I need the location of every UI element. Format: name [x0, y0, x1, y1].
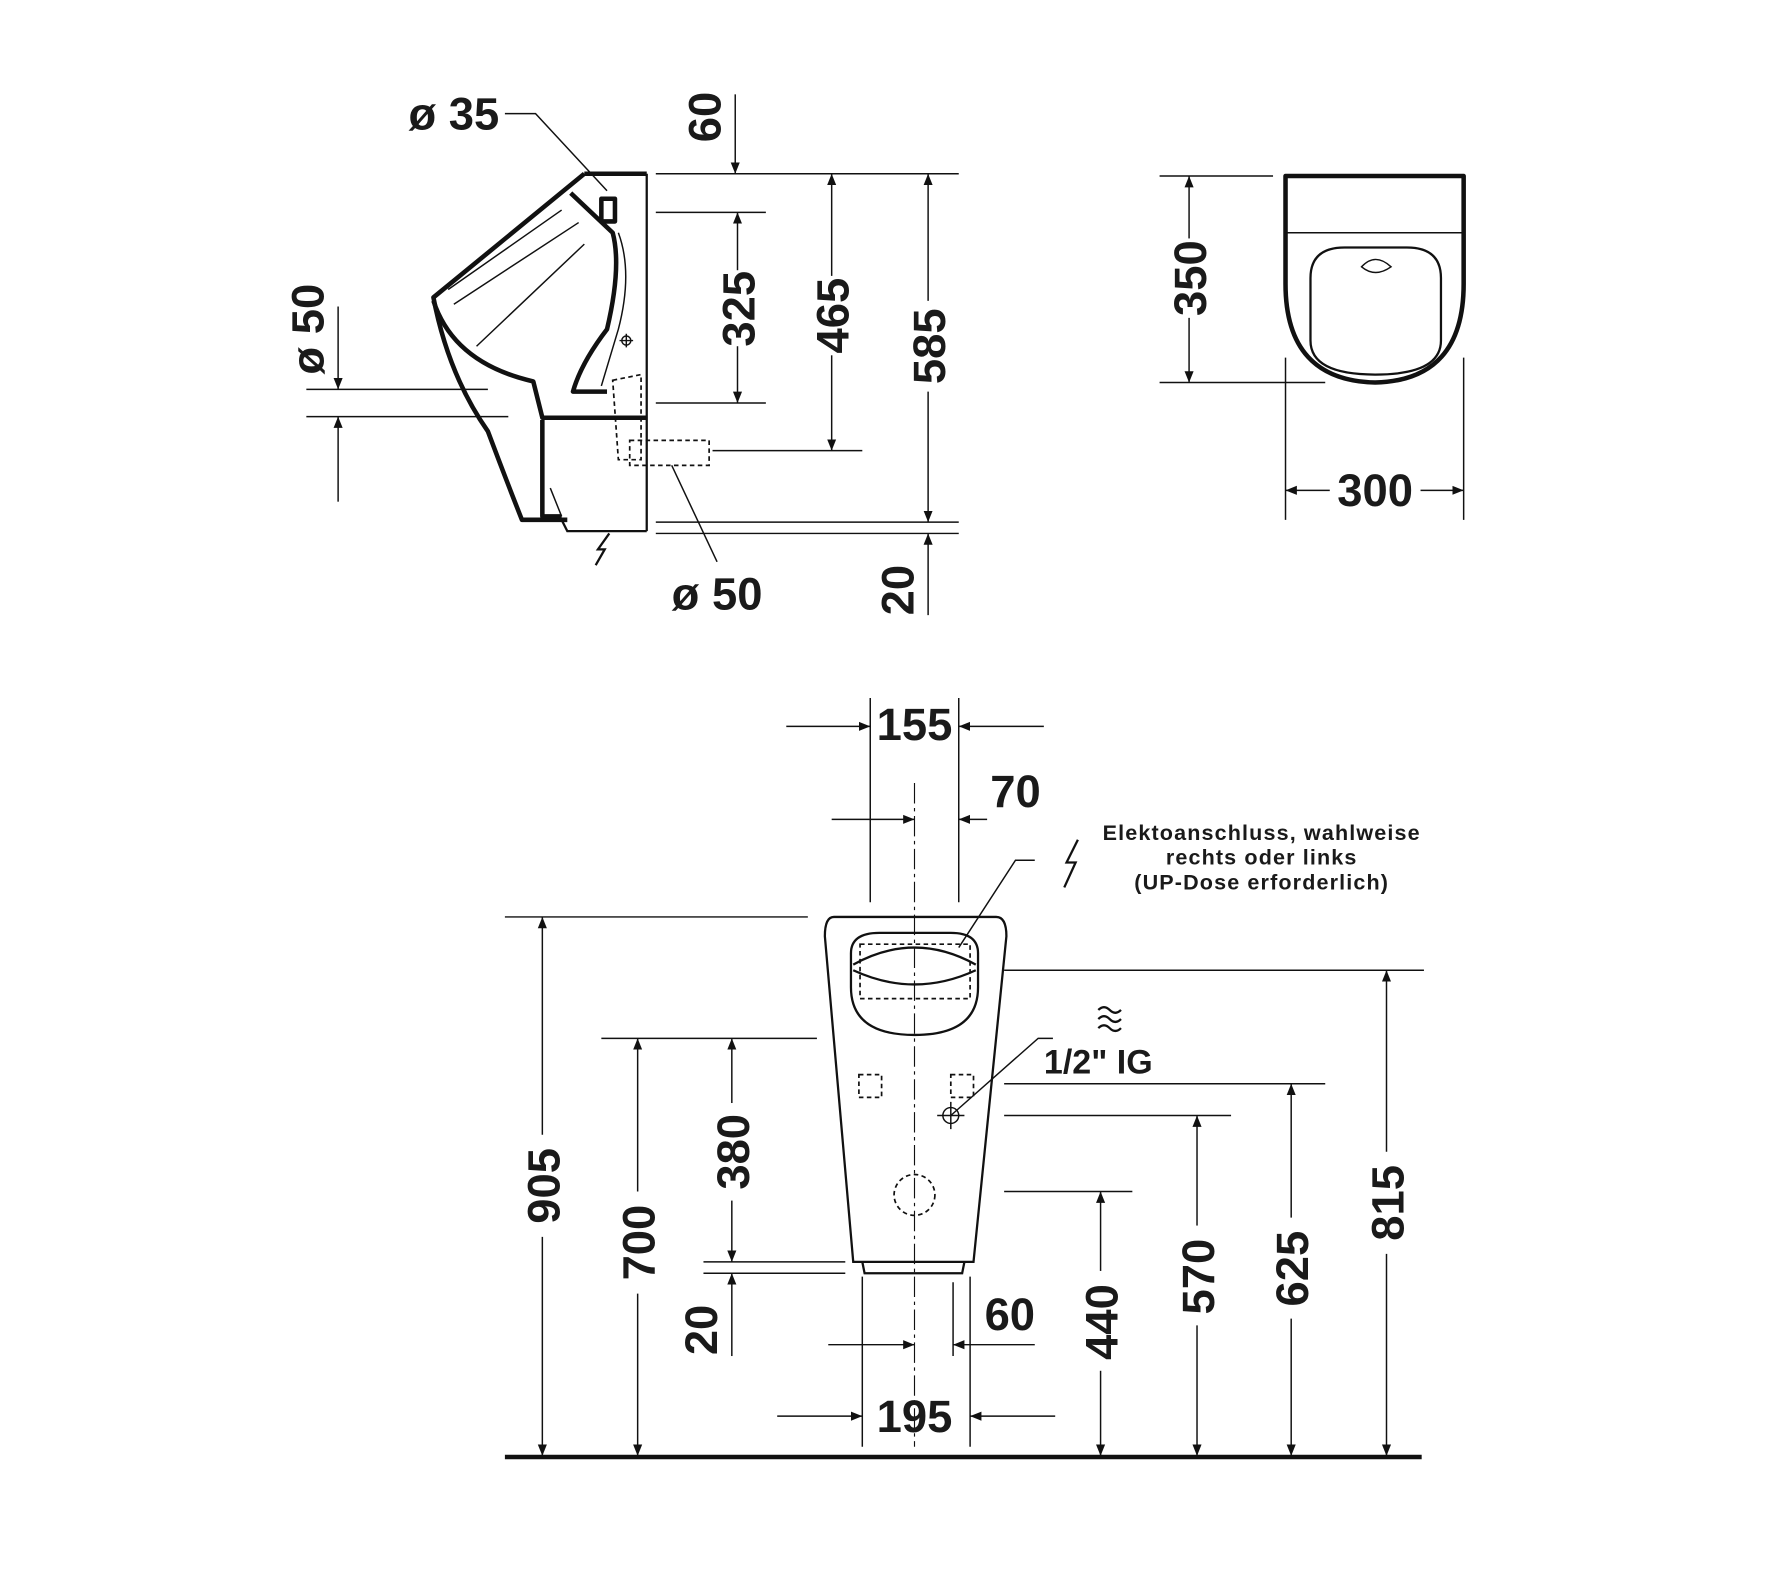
dim-outlet-diameter-left: ø 50	[282, 284, 333, 375]
dim-width: 300	[1337, 465, 1413, 516]
electrical-note-line-1: Elektoanschluss, wahlweise	[1103, 820, 1421, 845]
urinal-front-outline	[823, 915, 1008, 1275]
dim-height-380: 380	[708, 1114, 759, 1190]
electric-lightning-icon	[1063, 839, 1079, 888]
dim-total-height: 585	[904, 308, 955, 384]
dim-height-570: 570	[1173, 1239, 1224, 1315]
electrical-note-line-3: (UP-Dose erforderlich)	[1134, 870, 1389, 895]
dim-outlet-height: 465	[808, 278, 859, 354]
dim-height-905: 905	[518, 1148, 569, 1224]
water-icon	[1097, 1006, 1122, 1033]
dim-height-440: 440	[1077, 1284, 1128, 1360]
dim-inlet-height: 325	[714, 271, 765, 347]
urinal-side-outline	[431, 171, 710, 566]
top-view: 350 300	[1159, 173, 1466, 520]
dim-bottom-offset: 20	[872, 565, 923, 615]
dim-outlet-diameter-bottom: ø 50	[672, 568, 763, 619]
dim-height-815: 815	[1363, 1165, 1414, 1241]
dim-top-offset: 60	[679, 92, 730, 142]
dim-width-155: 155	[877, 699, 953, 750]
front-view: 155 70 Elektoanschluss, wahlweise rechts…	[504, 697, 1424, 1460]
electrical-note-line-2: rechts oder links	[1166, 845, 1358, 870]
dim-height-625: 625	[1267, 1231, 1318, 1307]
urinal-top-outline	[1283, 173, 1466, 385]
dim-width-195: 195	[877, 1391, 953, 1442]
dim-offset-60: 60	[985, 1289, 1035, 1340]
dim-depth: 350	[1165, 240, 1216, 316]
water-connection-label: 1/2" IG	[1044, 1044, 1153, 1082]
side-view: ø 35 60 325 465 585 20 ø 50 ø 50	[282, 89, 959, 619]
dim-height-700: 700	[614, 1205, 665, 1281]
dim-flush-inlet-diameter: ø 35	[408, 89, 499, 140]
electric-lightning-icon	[594, 532, 611, 566]
dim-offset-70: 70	[990, 766, 1040, 817]
dim-height-20: 20	[676, 1305, 727, 1355]
